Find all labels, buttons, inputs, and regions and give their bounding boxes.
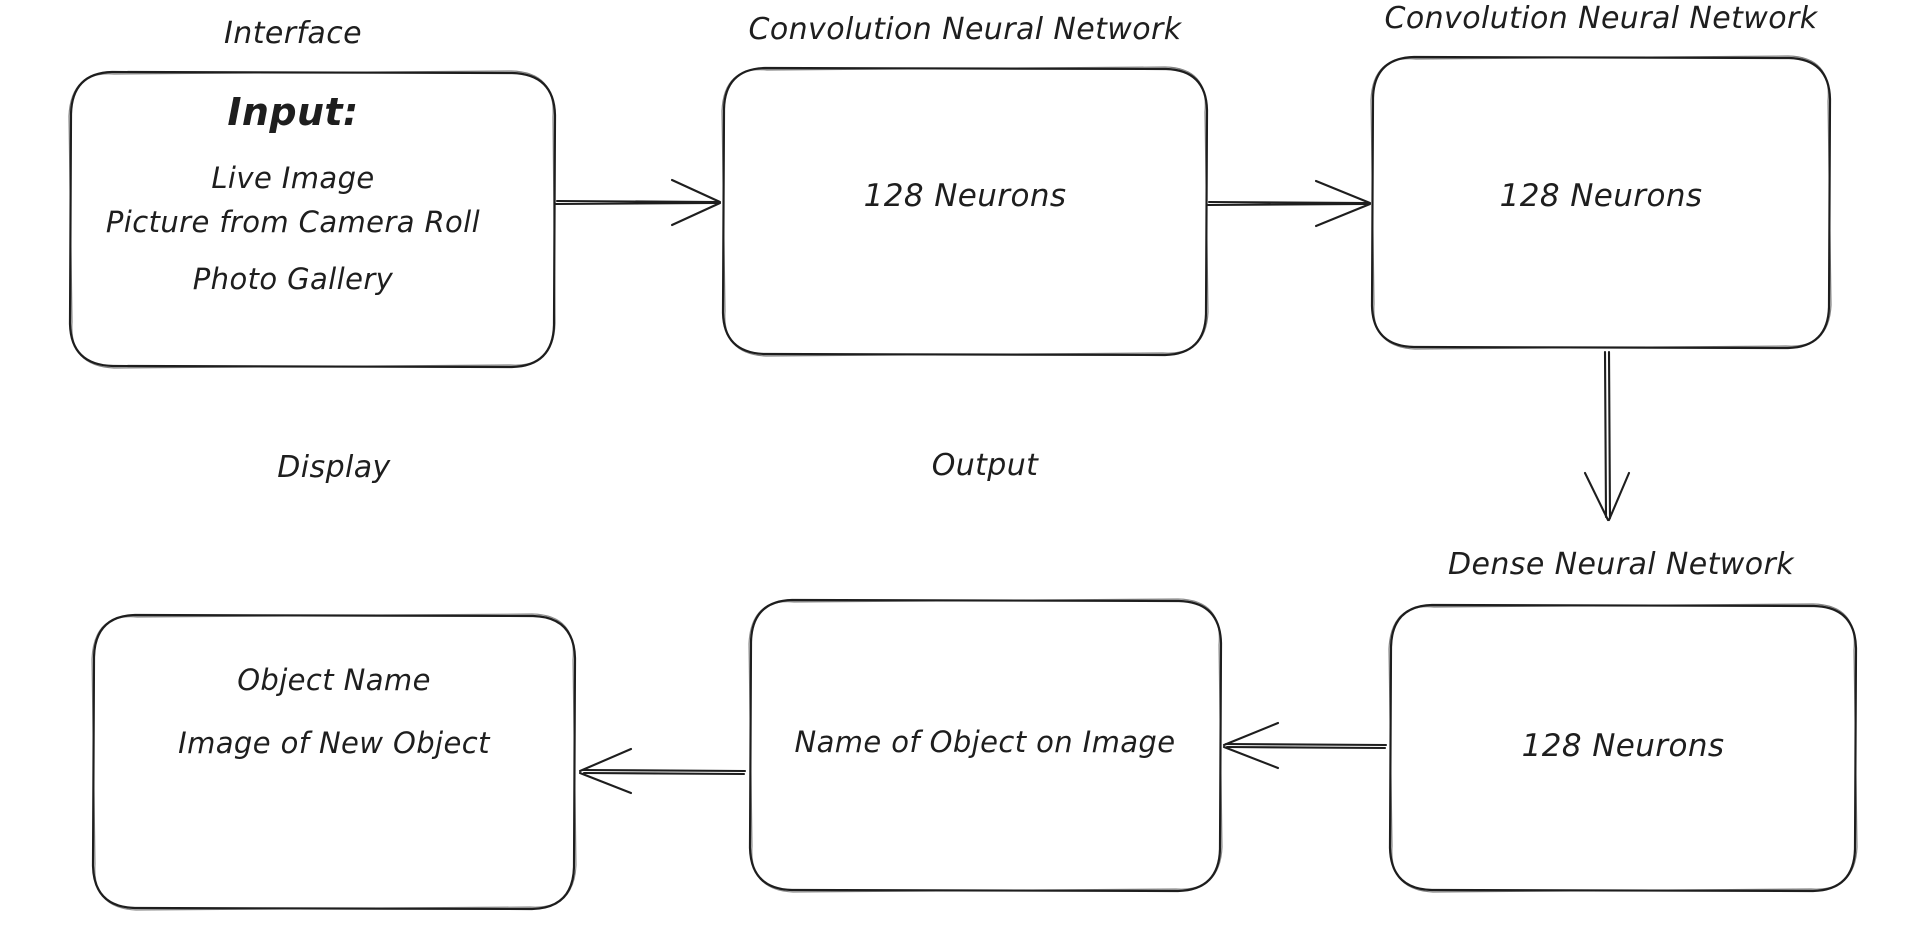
node-shape-cnn1[interactable] [721,66,1209,357]
node-line-display-0: Object Name [237,663,431,697]
node-line-interface-0: Live Image [211,161,375,195]
edge-interface-to-cnn1 [554,178,722,227]
node-shape-interface[interactable] [68,70,557,369]
node-line-cnn1-0: 128 Neurons [863,178,1067,214]
node-line-output-0: Name of Object on Image [794,725,1176,759]
edge-cnn2-to-dense [1583,350,1631,522]
node-heading-interface: Input: [227,90,359,134]
node-line-interface-1: Picture from Camera Roll [105,205,481,239]
node-line-dense-0: 128 Neurons [1521,728,1725,764]
node-title-output: Output [931,448,1039,483]
node-shape-output[interactable] [748,598,1223,893]
node-title-display: Display [277,450,391,485]
node-shape-dense[interactable] [1388,603,1858,893]
node-title-interface: Interface [224,16,362,51]
node-title-dense: Dense Neural Network [1448,547,1794,582]
edge-dense-to-output [1222,721,1388,770]
edge-output-to-display [578,747,747,795]
node-title-cnn2: Convolution Neural Network [1384,1,1818,36]
edge-cnn1-to-cnn2 [1206,179,1372,228]
node-line-cnn2-0: 128 Neurons [1499,178,1703,214]
node-title-cnn1: Convolution Neural Network [748,12,1182,47]
node-line-display-1: Image of New Object [178,726,490,760]
node-shape-cnn2[interactable] [1370,55,1832,350]
node-shape-display[interactable] [91,613,577,911]
node-line-interface-2: Photo Gallery [192,262,394,296]
